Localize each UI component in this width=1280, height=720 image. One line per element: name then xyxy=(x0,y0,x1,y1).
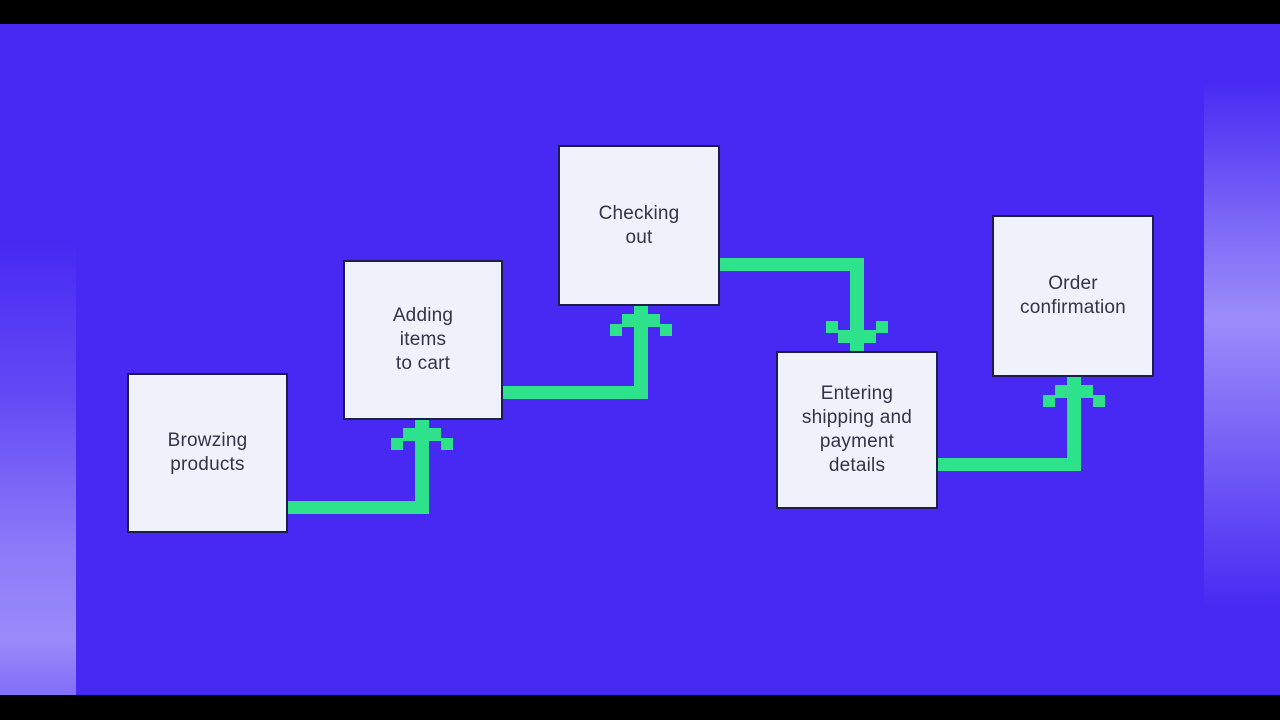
node-label: Browzing products xyxy=(167,430,248,475)
arrowhead-up-outer-right xyxy=(660,324,672,336)
flow-node-browzing-products: Browzing products xyxy=(127,373,288,533)
node-label: Checking out xyxy=(598,202,680,248)
node-label: Adding items to cart xyxy=(392,305,454,374)
connector-horizontal-segment xyxy=(503,386,648,399)
node-label: Entering shipping and payment details xyxy=(801,383,913,476)
arrowhead-up-inner-left xyxy=(1055,385,1067,398)
arrowhead-up-outer-left xyxy=(391,438,403,450)
connector-vertical-segment xyxy=(850,258,864,351)
flow-node-adding-items-to-cart: Adding items to cart xyxy=(343,260,503,420)
arrowhead-down-inner-right xyxy=(864,330,876,343)
connector-vertical-segment xyxy=(634,306,648,399)
letterbox-bottom xyxy=(0,695,1280,720)
arrowhead-up-outer-right xyxy=(1093,395,1105,407)
connector-horizontal-segment xyxy=(288,501,429,514)
connector-vertical-segment xyxy=(415,420,429,514)
flow-node-order-confirmation: Order confirmation xyxy=(992,215,1154,377)
connector-horizontal-segment xyxy=(720,258,864,271)
connector-horizontal-segment xyxy=(938,458,1081,471)
glow-right-band xyxy=(1204,80,1280,610)
arrowhead-down-inner-left xyxy=(838,330,850,343)
node-label: Order confirmation xyxy=(1020,273,1126,318)
arrowhead-up-inner-left xyxy=(403,428,415,441)
arrowhead-up-outer-left xyxy=(1043,395,1055,407)
arrowhead-down-outer-left xyxy=(826,321,838,333)
flow-node-checking-out: Checking out xyxy=(558,145,720,306)
glow-left-band xyxy=(0,240,76,695)
arrowhead-up-inner-right xyxy=(648,314,660,327)
arrowhead-up-inner-right xyxy=(429,428,441,441)
arrowhead-up-outer-left xyxy=(610,324,622,336)
letterbox-top xyxy=(0,0,1280,24)
connector-vertical-segment xyxy=(1067,377,1081,471)
flow-node-entering-shipping-payment: Entering shipping and payment details xyxy=(776,351,938,509)
arrowhead-down-outer-right xyxy=(876,321,888,333)
arrowhead-up-outer-right xyxy=(441,438,453,450)
arrowhead-up-inner-right xyxy=(1081,385,1093,398)
arrowhead-up-inner-left xyxy=(622,314,634,327)
